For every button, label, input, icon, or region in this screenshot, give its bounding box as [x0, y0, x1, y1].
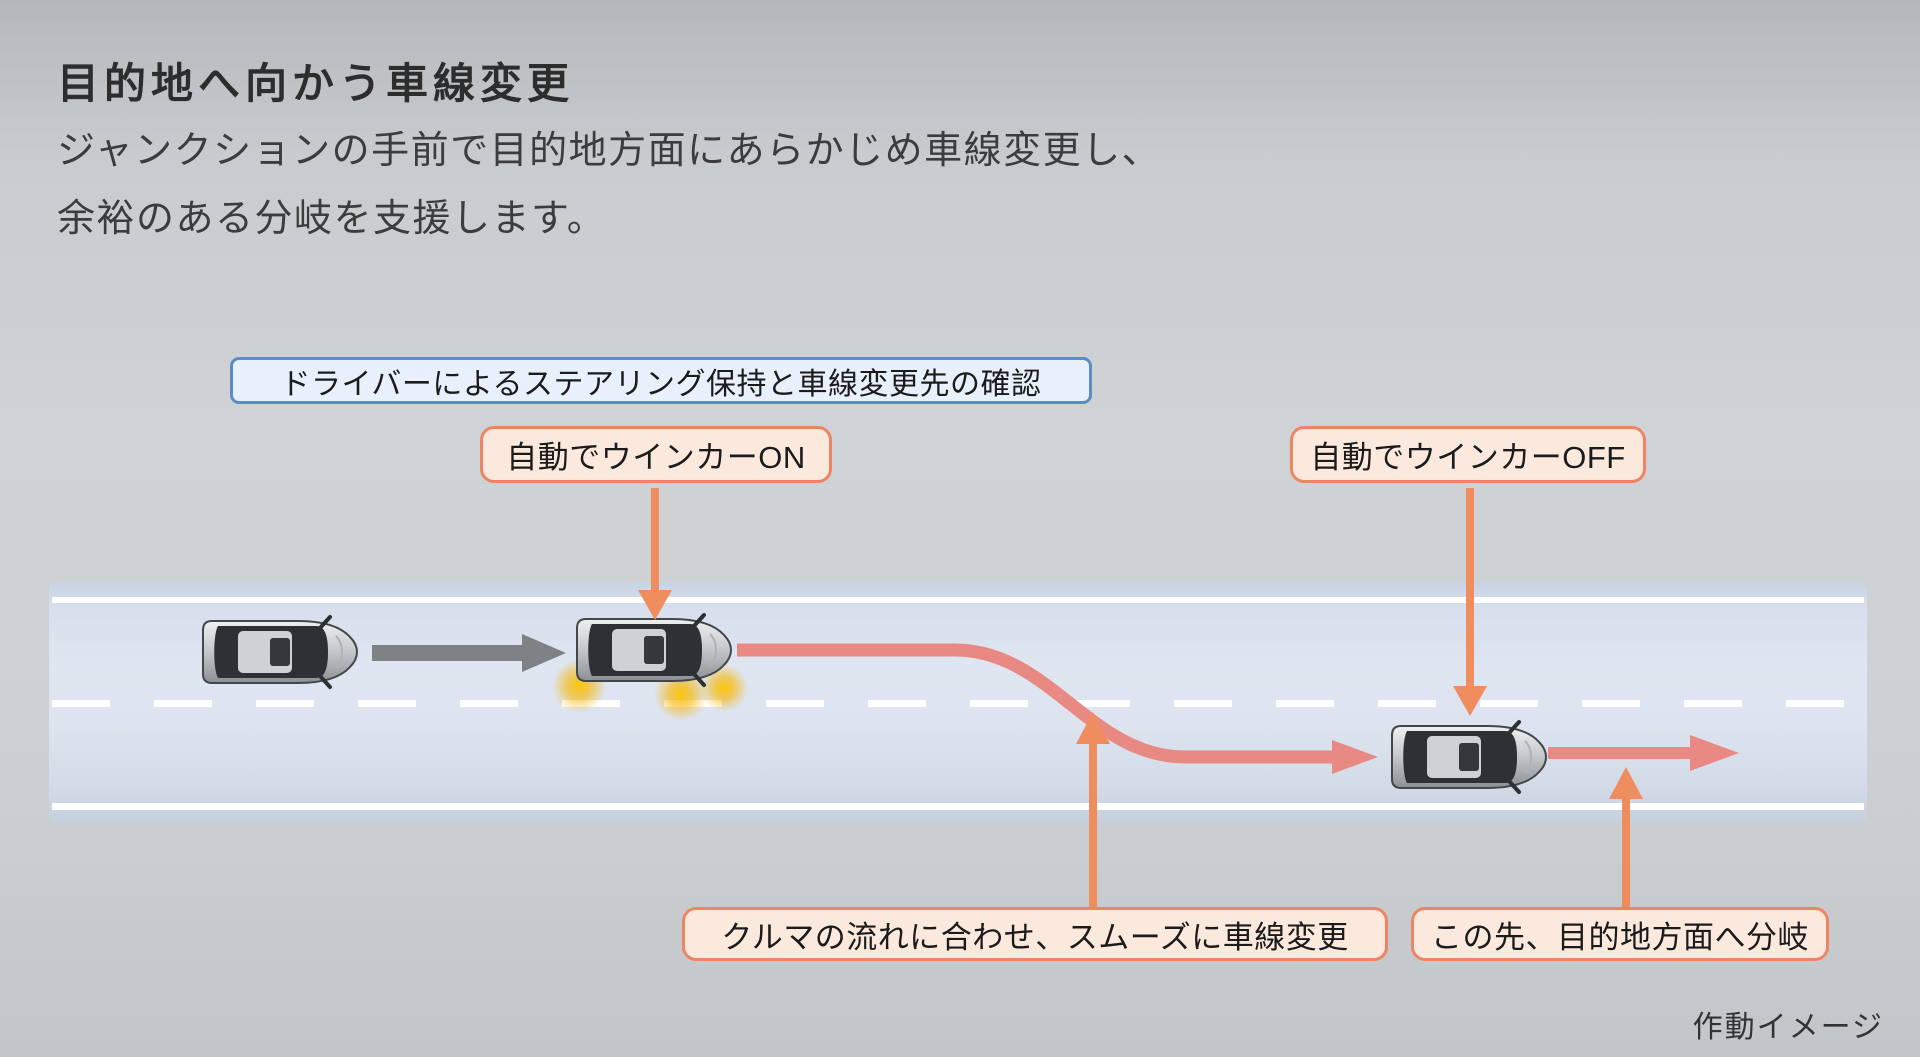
car-blinker-on-icon [552, 613, 748, 721]
road [49, 582, 1867, 823]
callout-smooth-lane-change: クルマの流れに合わせ、スムーズに車線変更 [682, 907, 1388, 961]
description-line-2: 余裕のある分岐を支援します。 [57, 198, 607, 240]
lane-marking-top [52, 597, 1864, 603]
car-start-icon [201, 615, 359, 689]
annotation-arrow-blinker-off [1453, 488, 1487, 716]
continue-path-arrow [1548, 735, 1739, 771]
lane-marking-bottom [52, 803, 1864, 810]
travel-arrow-gray [372, 634, 566, 672]
callout-driver-confirm: ドライバーによるステアリング保持と車線変更先の確認 [230, 357, 1092, 404]
callout-blinker-on: 自動でウインカーON [480, 426, 832, 483]
description-line-1: ジャンクションの手前で目的地方面にあらかじめ車線変更し、 [57, 130, 1162, 172]
annotation-arrow-blinker-on [638, 488, 672, 620]
annotation-arrow-branch-ahead [1609, 767, 1643, 908]
callout-blinker-off: 自動でウインカーOFF [1290, 426, 1646, 483]
callout-branch-ahead: この先、目的地方面へ分岐 [1411, 907, 1829, 961]
page-title: 目的地へ向かう車線変更 [57, 60, 575, 107]
annotation-arrow-smooth-change [1076, 712, 1110, 908]
lane-change-path-arrow [737, 643, 1378, 774]
blinker-glow-front-icon [700, 664, 748, 712]
operation-image-note: 作動イメージ [1692, 1011, 1884, 1044]
car-after-change-icon [1390, 720, 1548, 794]
